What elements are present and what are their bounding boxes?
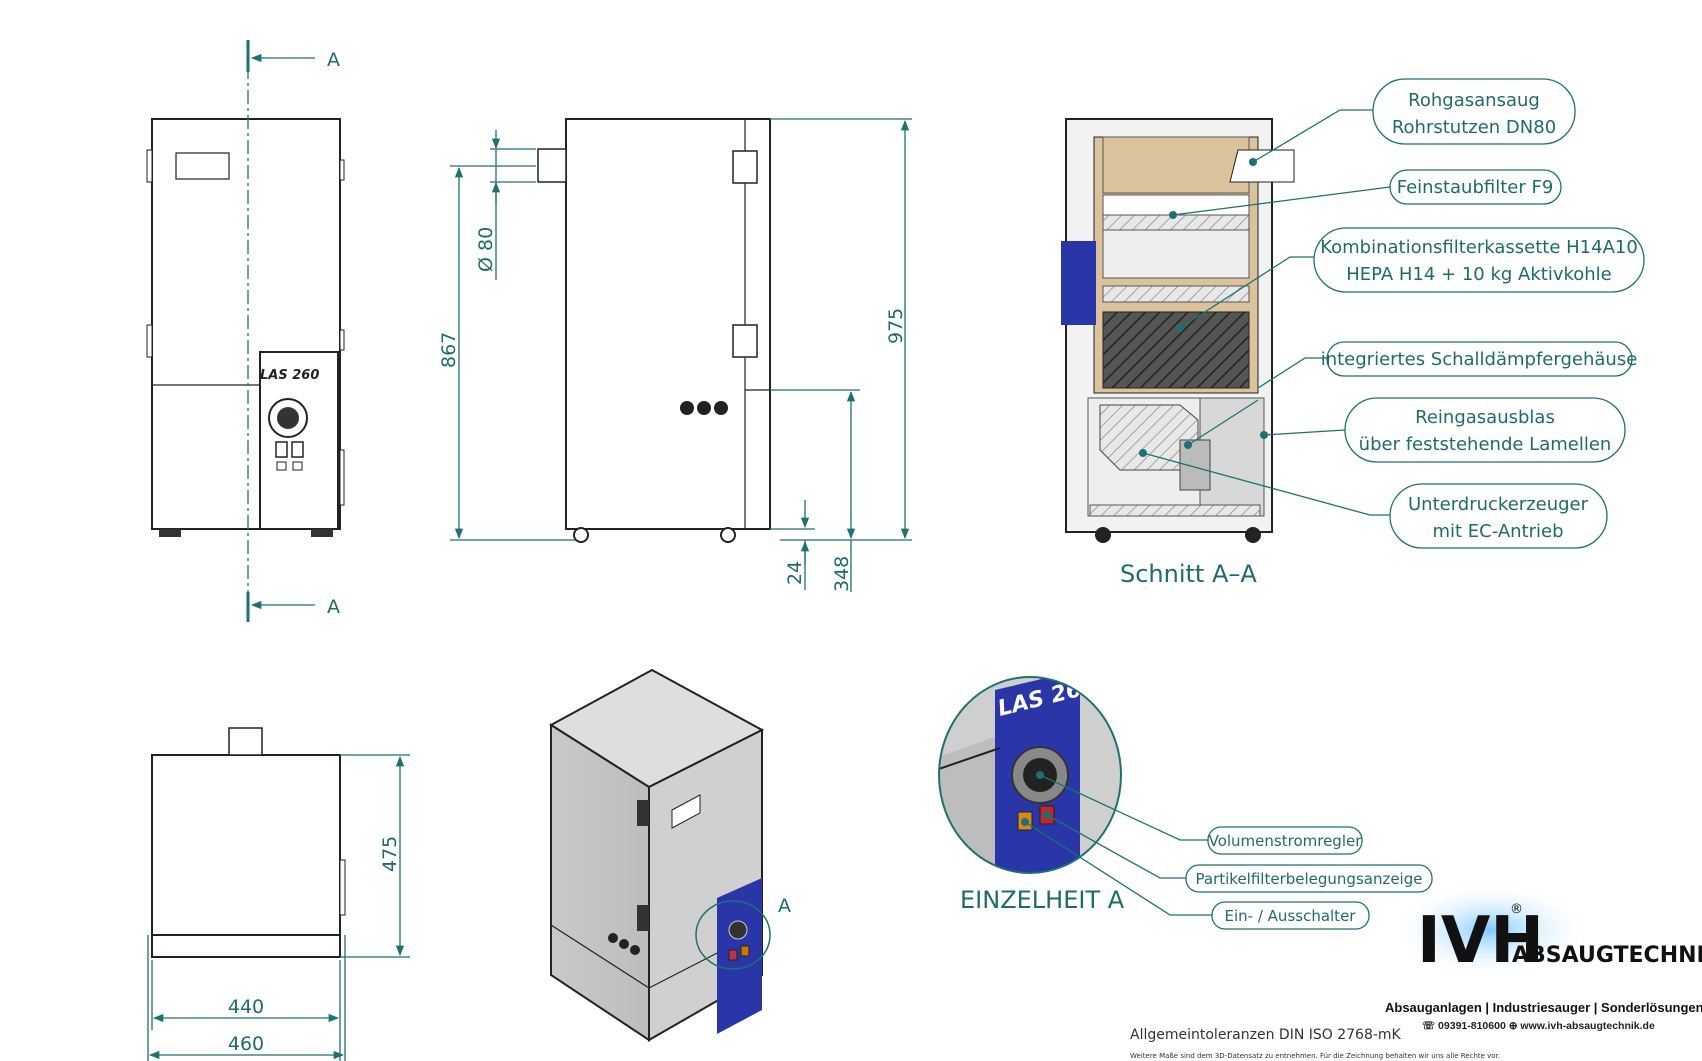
callout-clean-gas-1: Reingasausblas — [1415, 407, 1555, 428]
isometric-view: A — [549, 668, 791, 1042]
callout-clean-gas-2: über feststehende Lamellen — [1359, 434, 1612, 455]
callout-power-switch: Ein- / Ausschalter — [1225, 907, 1357, 925]
detail-marker: A — [778, 895, 791, 917]
company-logo: IVH ABSAUGTECHNIK ® — [1390, 882, 1702, 978]
logo-registered: ® — [1510, 902, 1523, 917]
callout-volume-regulator: Volumenstromregler — [1209, 832, 1363, 850]
callout-combo-filter-1: Kombinationsfilterkassette H14A10 — [1320, 237, 1638, 258]
dim-lower-part: 348 — [831, 556, 853, 592]
section-view: Schnitt A–A — [1061, 118, 1295, 588]
callout-vacuum-gen-2: mit EC-Antrieb — [1432, 521, 1563, 542]
dim-depth: 475 — [379, 836, 401, 872]
section-marker-bottom: A — [327, 596, 340, 618]
callout-filter-indicator: Partikelfilterbelegungsanzeige — [1196, 870, 1423, 888]
detail-view: LAS 26 EINZELHEIT A Volumenstromregler P… — [938, 676, 1433, 930]
section-callouts: Rohgasansaug Rohrstutzen DN80 Feinstaubf… — [1139, 78, 1645, 549]
dim-total-height: 975 — [885, 308, 907, 344]
section-marker-top: A — [327, 49, 340, 71]
dim-inner-width: 440 — [228, 996, 264, 1018]
model-badge: LAS 260 — [260, 368, 319, 383]
callout-silencer-housing: integriertes Schalldämpfergehäuse — [1321, 349, 1638, 370]
detail-title: EINZELHEIT A — [960, 886, 1125, 914]
front-view: LAS 260 A A — [146, 40, 345, 622]
logo-brand-big: IVH — [1417, 904, 1544, 978]
dim-pipe-diameter: Ø 80 — [475, 227, 497, 272]
callout-combo-filter-2: HEPA H14 + 10 kg Aktivkohle — [1346, 264, 1612, 285]
callout-fine-dust-filter: Feinstaubfilter F9 — [1397, 177, 1554, 198]
logo-brand-small: ABSAUGTECHNIK — [1512, 943, 1702, 968]
dim-pipe-height: 867 — [438, 332, 460, 368]
footer-services: Absauganlagen | Industriesauger | Sonder… — [1385, 1000, 1702, 1015]
side-view: 867 Ø 80 975 348 24 — [438, 118, 912, 592]
top-view: 475 440 460 — [147, 727, 410, 1061]
footer-contact: ☏ 09391-810600 ⊕ www.ivh-absaugtechnik.d… — [1422, 1020, 1655, 1032]
footer-tolerances: Allgemeintoleranzen DIN ISO 2768-mK — [1130, 1027, 1401, 1043]
footer-note: Weitere Maße sind dem 3D-Datensatz zu en… — [1130, 1052, 1501, 1060]
section-title: Schnitt A–A — [1120, 560, 1257, 588]
callout-raw-gas-1: Rohgasansaug — [1408, 90, 1540, 111]
callout-vacuum-gen-1: Unterdruckerzeuger — [1408, 494, 1589, 515]
dim-outer-width: 460 — [228, 1033, 264, 1055]
callout-raw-gas-2: Rohrstutzen DN80 — [1392, 117, 1556, 138]
dim-floor-gap: 24 — [784, 561, 806, 585]
